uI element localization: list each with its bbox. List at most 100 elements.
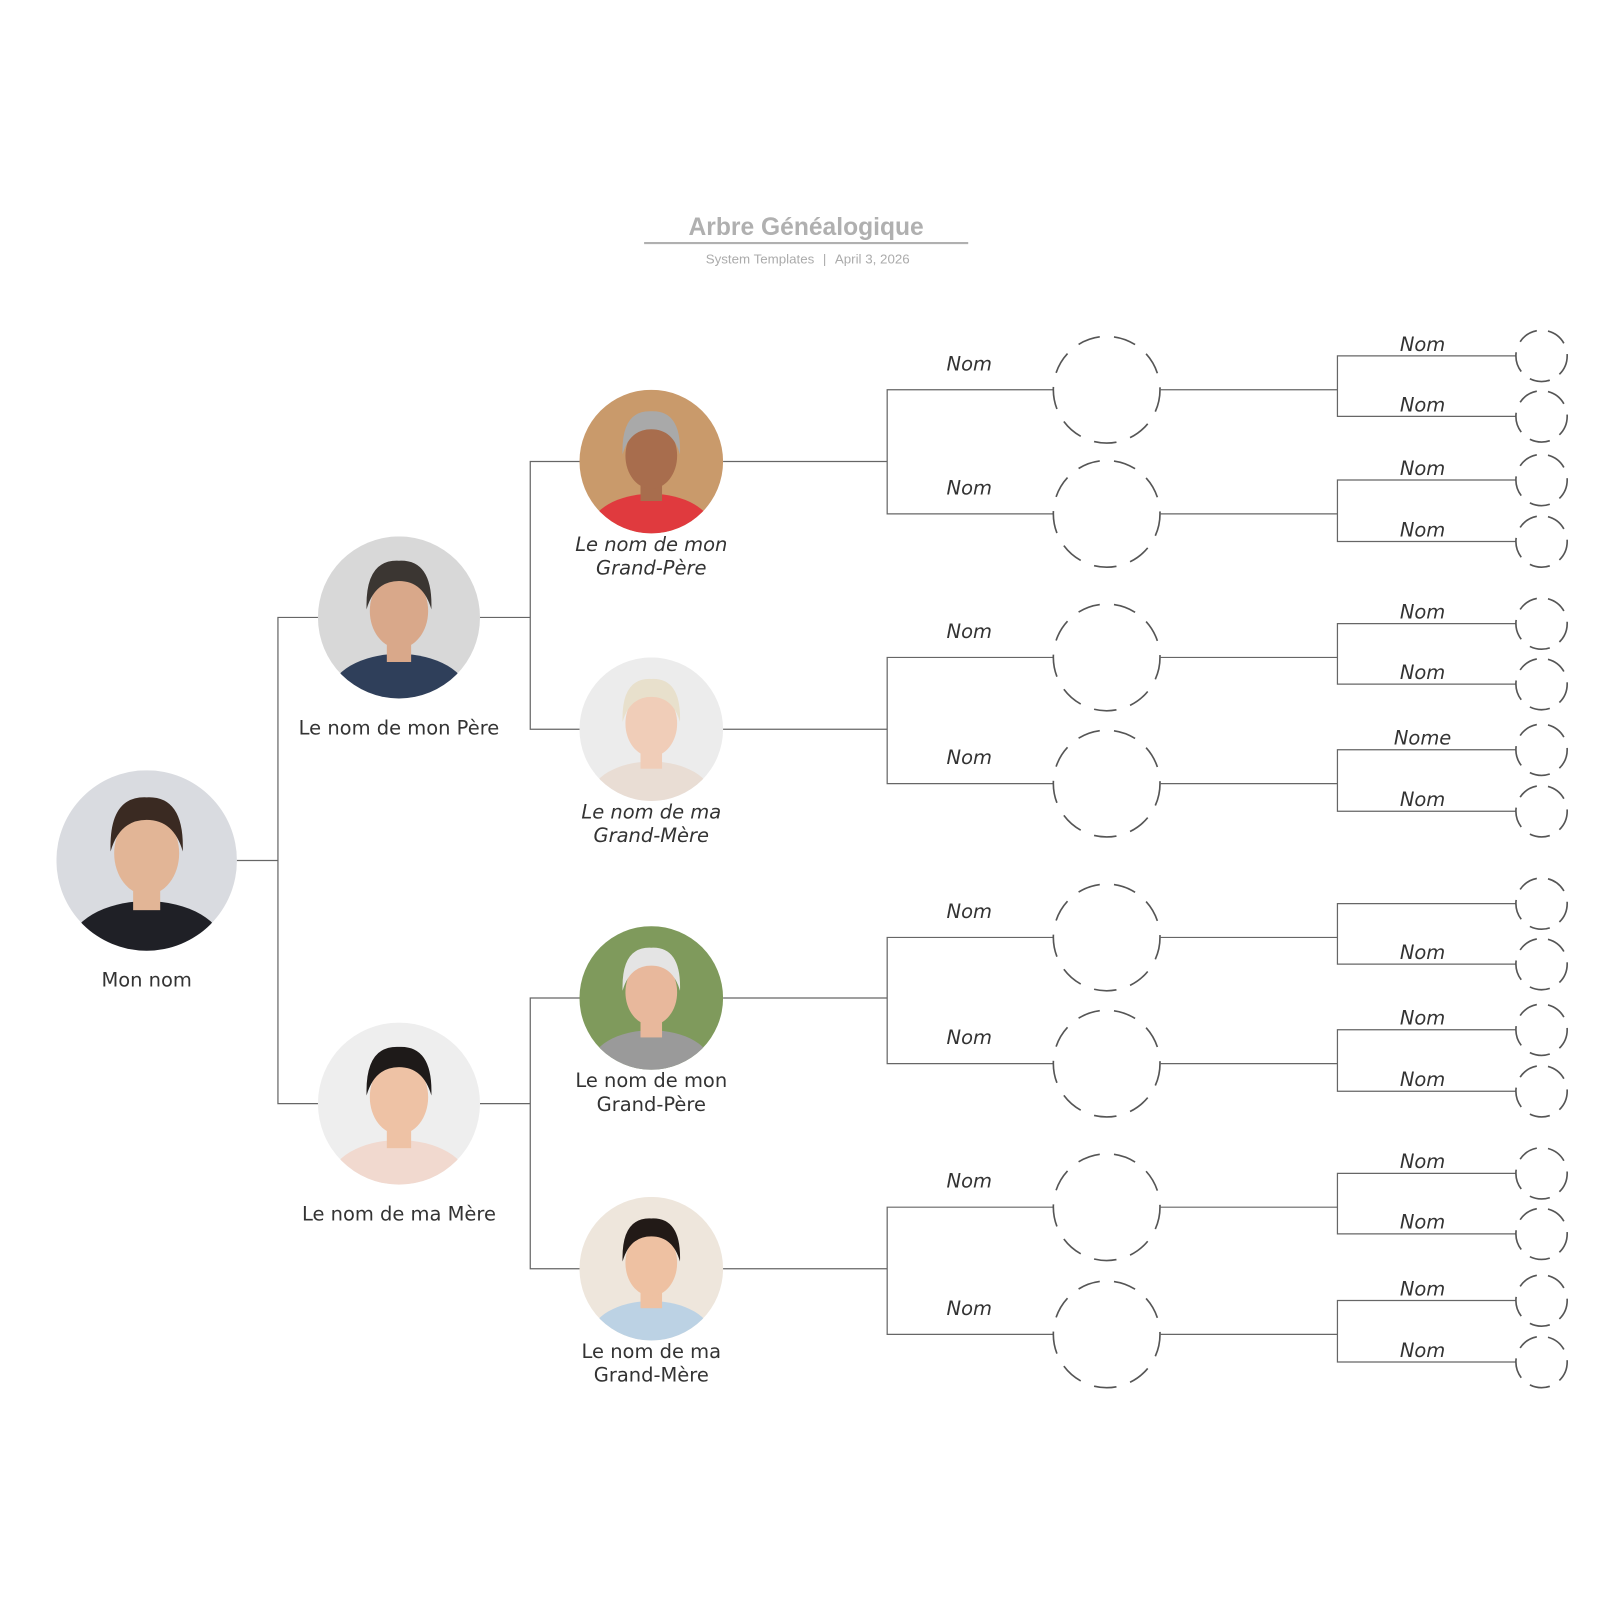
my-name-label: Mon nom <box>101 969 191 992</box>
great-grandparent-photo-placeholder[interactable] <box>1052 1153 1161 1262</box>
grandparent-name-line2: Grand-Mère <box>594 824 710 847</box>
grandparent-photo[interactable] <box>579 389 724 566</box>
shirt-shape <box>590 1301 713 1341</box>
grandparent-name-line1: Le nom de ma <box>582 1340 722 1363</box>
header: Arbre Généalogique System Templates | Ap… <box>644 214 969 267</box>
great-great-grandparent-name: Nom <box>1400 393 1445 416</box>
hair-shape <box>110 797 183 852</box>
great-grandparent-name: Nom <box>947 900 992 923</box>
face-shape <box>625 1229 678 1297</box>
great-great-grandparent-name: Nom <box>1400 1211 1445 1234</box>
my-photo[interactable] <box>56 770 237 991</box>
great-great-grandparent-photo-placeholder[interactable] <box>1515 1003 1568 1057</box>
great-great-grandparent-name: Nom <box>1400 333 1445 356</box>
hair-shape <box>622 411 681 455</box>
great-great-grandparent-name: Nom <box>1400 941 1445 964</box>
great-grandparent-name: Nom <box>947 620 992 643</box>
grandparent-photo[interactable] <box>579 657 724 833</box>
great-great-grandparent-name: Nom <box>1400 457 1445 480</box>
great-grandparent-photo-placeholder[interactable] <box>1052 1009 1161 1118</box>
great-grandparent-name: Nom <box>947 1026 992 1049</box>
grandparent-name-line1: Le nom de mon <box>575 1069 727 1092</box>
great-great-grandparent-name: Nom <box>1400 1150 1445 1173</box>
face-shape <box>625 422 678 489</box>
great-great-grandparent-photo-placeholder[interactable] <box>1515 877 1568 931</box>
great-great-grandparent-name: Nom <box>1400 1068 1445 1091</box>
source-label: System Templates <box>706 252 815 267</box>
mother-photo[interactable] <box>317 1022 480 1222</box>
connector-line <box>886 389 1054 515</box>
hair-shape <box>622 947 681 991</box>
great-great-grandparent-name: Nom <box>1400 788 1445 811</box>
great-great-grandparent-photo-placeholder[interactable] <box>1515 1146 1568 1200</box>
great-great-grandparent-photo-placeholder[interactable] <box>1515 723 1568 777</box>
date-label: April 3, 2026 <box>835 252 910 267</box>
father-photo[interactable] <box>317 536 480 735</box>
shirt-shape <box>590 493 713 534</box>
great-great-grandparent-photo-placeholder[interactable] <box>1515 937 1568 991</box>
connector-line <box>277 616 318 1105</box>
great-great-grandparent-photo-placeholder[interactable] <box>1515 453 1568 507</box>
connector-line <box>1336 479 1516 543</box>
great-grandparent-name: Nom <box>947 352 992 375</box>
tree: Mon nom Le nom de mon Père Le nom de ma Mè… <box>56 329 1568 1389</box>
shirt-shape <box>330 653 468 699</box>
face-shape <box>114 811 180 895</box>
connector-line <box>886 656 1054 785</box>
great-great-grandparent-photo-placeholder[interactable] <box>1515 784 1568 838</box>
shirt-shape <box>590 1030 713 1070</box>
great-great-grandparent-name: Nom <box>1400 1339 1445 1362</box>
great-grandparent-name: Nom <box>947 476 992 499</box>
page-title: Arbre Généalogique <box>689 214 924 241</box>
great-great-grandparent-photo-placeholder[interactable] <box>1515 1064 1568 1118</box>
shirt-shape <box>590 761 713 802</box>
great-grandparent-photo-placeholder[interactable] <box>1052 603 1161 712</box>
great-grandparent-name: Nom <box>947 746 992 769</box>
great-grandparent-photo-placeholder[interactable] <box>1052 729 1161 838</box>
great-great-grandparent-name: Nom <box>1400 1007 1445 1030</box>
connector-line <box>1336 355 1516 418</box>
mother-name-label: Le nom de ma Mère <box>302 1203 496 1226</box>
shirt-shape <box>69 901 224 951</box>
great-great-grandparent-name: Nom <box>1400 518 1445 541</box>
connector-line <box>529 460 581 730</box>
great-great-grandparent-photo-placeholder[interactable] <box>1515 515 1568 568</box>
grandparent-name-line1: Le nom de ma <box>581 800 721 823</box>
connector-line <box>1336 1029 1516 1092</box>
great-grandparent-photo-placeholder[interactable] <box>1052 883 1161 992</box>
great-great-grandparent-photo-placeholder[interactable] <box>1515 1335 1568 1389</box>
face-shape <box>625 690 678 757</box>
grandparent-name-line2: Grand-Père <box>596 556 706 579</box>
father-name-label: Le nom de mon Père <box>299 716 500 739</box>
great-great-grandparent-photo-placeholder[interactable] <box>1515 389 1568 443</box>
shirt-shape <box>330 1140 468 1185</box>
great-grandparent-name: Nom <box>947 1170 992 1193</box>
great-grandparent-photo-placeholder[interactable] <box>1052 459 1161 568</box>
connector-line <box>1336 1299 1516 1363</box>
separator: | <box>823 252 826 267</box>
great-grandparent-name: Nom <box>947 1297 992 1320</box>
hair-shape <box>366 1046 432 1096</box>
grandparent-photo[interactable] <box>579 926 724 1102</box>
face-shape <box>369 573 429 649</box>
grandparent-name-line2: Grand-Père <box>597 1093 706 1116</box>
connector-line <box>1336 902 1516 965</box>
connector-line <box>1336 622 1516 685</box>
great-great-grandparent-name: Nom <box>1400 661 1445 684</box>
great-great-grandparent-photo-placeholder[interactable] <box>1515 597 1568 651</box>
great-grandparent-photo-placeholder[interactable] <box>1052 1280 1161 1389</box>
great-great-grandparent-photo-placeholder[interactable] <box>1515 657 1568 711</box>
great-grandparent-photo-placeholder[interactable] <box>1052 335 1161 444</box>
great-great-grandparent-photo-placeholder[interactable] <box>1515 1274 1568 1327</box>
great-great-grandparent-photo-placeholder[interactable] <box>1515 1207 1568 1261</box>
connector-line <box>529 997 581 1270</box>
face-shape <box>625 959 678 1026</box>
hair-shape <box>622 678 681 723</box>
grandparent-name-line2: Grand-Mère <box>594 1364 709 1387</box>
grandparent-photo[interactable] <box>579 1196 724 1373</box>
connector-line <box>1336 1172 1516 1235</box>
great-great-grandparent-photo-placeholder[interactable] <box>1515 329 1568 383</box>
connector-line <box>886 936 1054 1065</box>
hair-shape <box>622 1218 681 1262</box>
great-great-grandparent-name: Nome <box>1394 727 1451 750</box>
